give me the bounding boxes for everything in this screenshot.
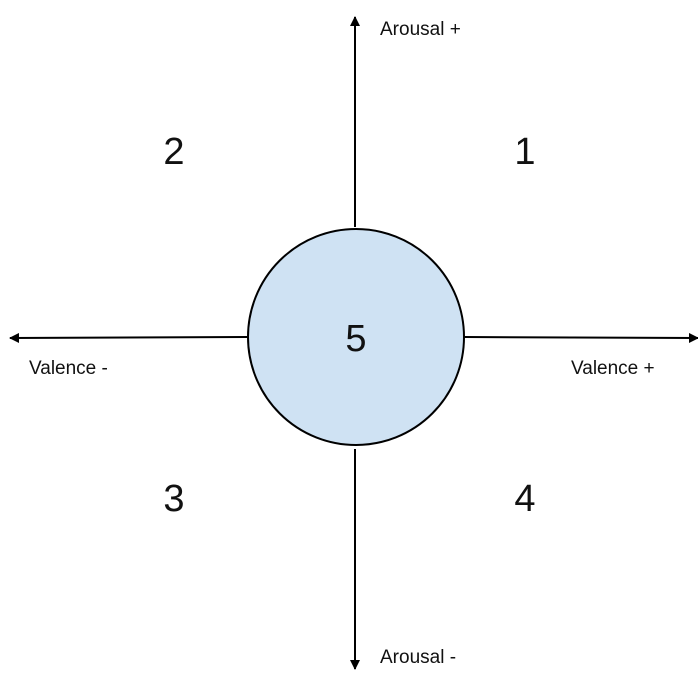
quadrant-2-number: 2 [163, 131, 184, 173]
valence-positive-label: Valence + [571, 358, 655, 379]
neutral-circle [247, 228, 465, 446]
quadrant-3-number: 3 [163, 478, 184, 520]
valence-left-axis [9, 332, 248, 343]
center-number: 5 [345, 318, 366, 360]
quadrant-4-number: 4 [514, 478, 535, 520]
arousal-positive-label: Arousal + [380, 19, 461, 40]
valence-right-axis [463, 332, 698, 343]
quadrant-1-number: 1 [514, 131, 535, 173]
arousal-negative-label: Arousal - [380, 647, 456, 668]
valence-negative-label: Valence - [29, 358, 108, 379]
